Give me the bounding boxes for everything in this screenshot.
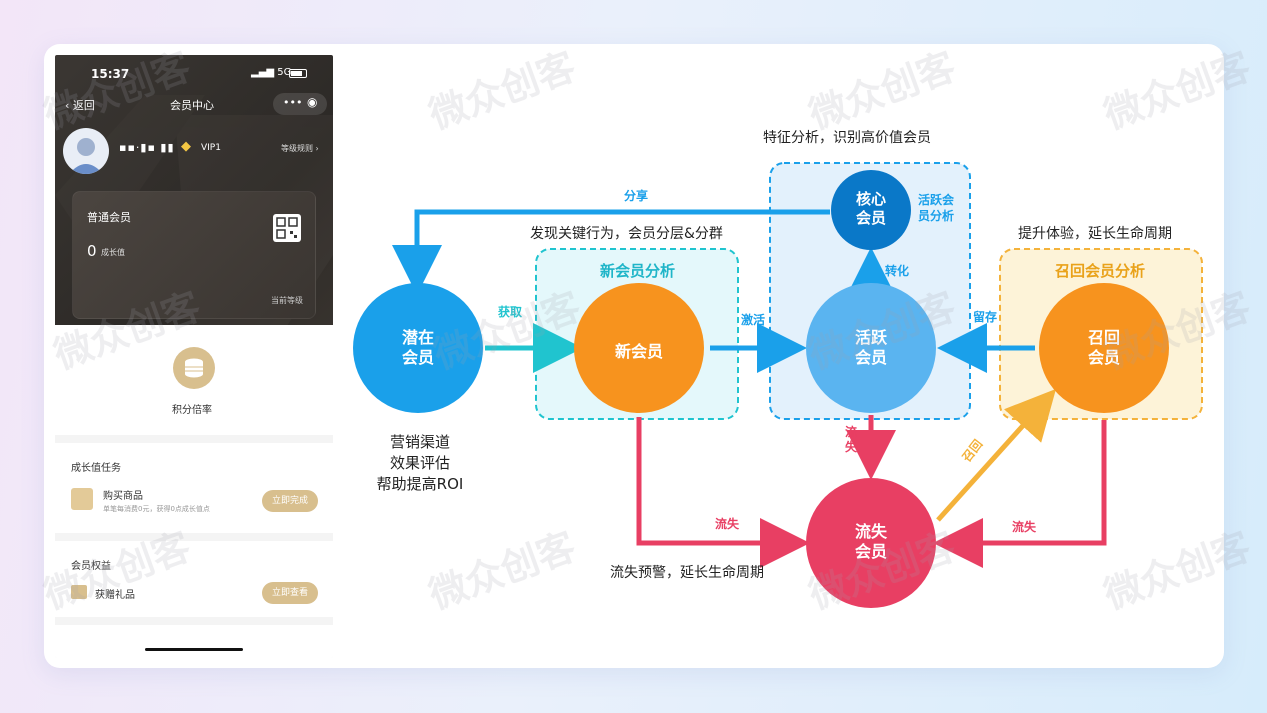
avatar[interactable]: [63, 128, 109, 174]
home-indicator[interactable]: [145, 648, 243, 651]
capsule-menu: ••• ◉: [273, 93, 327, 115]
churn-active-label: 流 失: [845, 425, 858, 454]
lost-caption: 流失预警，延长生命周期: [610, 565, 764, 581]
recall-member-label: 召回 会员: [1087, 328, 1120, 367]
membership-card[interactable]: 普通会员 0 成长值 当前等级: [72, 191, 316, 319]
active-member-label: 活跃 会员: [854, 328, 887, 367]
active-member-node: [806, 283, 936, 413]
recall-caption: 提升体验，延长生命周期: [1018, 226, 1172, 242]
lost-member-node: [806, 478, 936, 608]
new-member-node: [574, 283, 704, 413]
vip-badge: VIP1: [201, 143, 221, 153]
potential-member-node: [353, 283, 483, 413]
growth-tasks-section: 成长值任务 购买商品 单笔每消费0元，获得0点成长值点 立即完成: [55, 443, 333, 533]
member-lifecycle-diagram: [353, 162, 1203, 608]
status-time: 15:37: [91, 67, 130, 81]
active-analysis-label: 活跃会 员分析: [918, 193, 955, 223]
phone-screenshot: 15:37 ▂▄▆ 5G ‹ 返回 会员中心 ••• ◉ ▪▪·▮▪ ▮▮ ◆ …: [55, 55, 333, 658]
churn-recall-edge: [933, 420, 1107, 568]
potential-member-label: 潜在 会员: [401, 328, 434, 367]
avatar-person-icon: [69, 138, 103, 174]
lost-member-label: 流失 会员: [854, 522, 887, 561]
core-member-node: [831, 170, 911, 250]
activate-label: 激活: [741, 313, 766, 327]
recall-analysis-label: 召回会员分析: [1055, 262, 1146, 280]
battery-icon: [289, 69, 307, 78]
status-signal: ▂▄▆ 5G: [251, 67, 292, 78]
status-network: 5G: [277, 67, 292, 78]
retain-label: 留存: [973, 310, 998, 324]
diamond-icon: ◆: [181, 139, 191, 154]
view-benefit-button[interactable]: 立即查看: [262, 582, 318, 604]
churn-new-label: 流失: [715, 517, 740, 531]
gift-icon: [71, 585, 87, 599]
acquire-label: 获取: [498, 305, 523, 319]
page-title: 会员中心: [170, 99, 214, 112]
growth-value: 0: [87, 242, 97, 260]
username: ▪▪·▮▪ ▮▮: [119, 141, 175, 154]
level-rules-link[interactable]: 等级规则 ›: [281, 144, 319, 153]
complete-task-button[interactable]: 立即完成: [262, 490, 318, 512]
new-caption: 发现关键行为，会员分层&分群: [530, 226, 723, 242]
back-button[interactable]: ‹ 返回: [65, 99, 95, 112]
growth-label: 成长值: [101, 248, 125, 257]
task-desc: 单笔每消费0元，获得0点成长值点: [103, 505, 210, 513]
qr-code-icon[interactable]: [273, 214, 301, 242]
new-analysis-label: 新会员分析: [600, 262, 676, 280]
new-member-label: 新会员: [614, 342, 663, 361]
potential-caption: 营销渠道 效果评估 帮助提高ROI: [376, 433, 464, 493]
more-icon[interactable]: •••: [283, 96, 303, 109]
share-edge: [392, 209, 830, 295]
core-member-label: 核心 会员: [855, 190, 886, 227]
core-caption: 特征分析，识别高价值会员: [763, 130, 931, 146]
card-type: 普通会员: [87, 211, 131, 224]
points-section: 积分倍率: [55, 325, 333, 435]
benefits-title: 会员权益: [71, 561, 111, 572]
recall-member-node: [1039, 283, 1169, 413]
tasks-title: 成长值任务: [71, 463, 121, 474]
churn-new-edge: [636, 417, 810, 568]
coins-icon[interactable]: [173, 347, 215, 389]
churn-recall-label: 流失: [1012, 520, 1037, 534]
shopping-bag-icon: [71, 488, 93, 510]
convert-label: 转化: [885, 264, 910, 278]
benefit-name: 获赠礼品: [95, 590, 135, 601]
home-indicator-area: [55, 625, 333, 658]
recall-edge: [936, 388, 1057, 522]
task-name: 购买商品: [103, 491, 143, 502]
close-miniapp-icon[interactable]: ◉: [307, 95, 318, 109]
current-level-label: 当前等级: [271, 296, 303, 305]
share-label: 分享: [624, 189, 649, 203]
benefits-section: 会员权益 获赠礼品 立即查看: [55, 541, 333, 617]
points-label: 积分倍率: [172, 405, 212, 416]
